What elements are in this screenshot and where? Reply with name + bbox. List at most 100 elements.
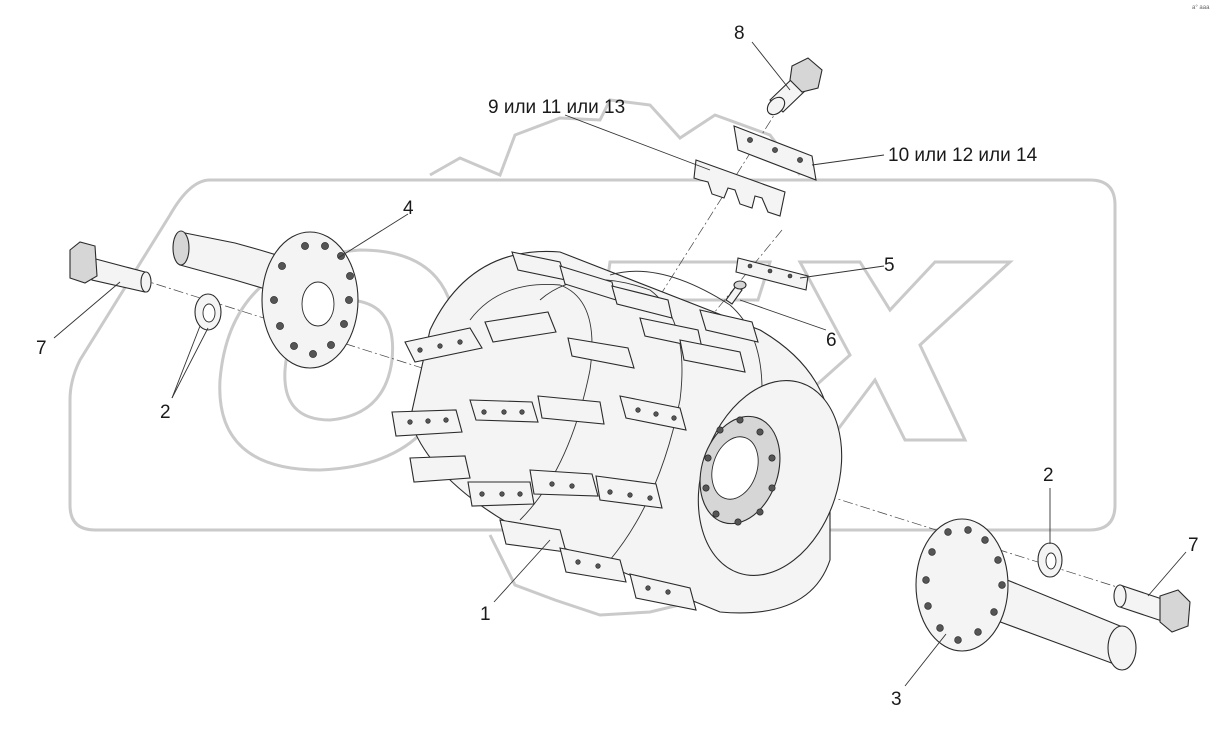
corner-mark: a° aaa	[1192, 5, 1210, 11]
bolt-hole	[922, 576, 930, 584]
bolt-hole	[990, 608, 998, 616]
cleat	[611, 285, 673, 319]
leader-9	[564, 114, 711, 171]
axle-right-shaft	[994, 574, 1126, 669]
plate-hole	[797, 157, 803, 163]
strip-hole	[767, 268, 773, 274]
bolt-hole	[974, 628, 982, 636]
bolt-hole	[270, 296, 278, 304]
small-bolt-head	[733, 280, 747, 290]
cleat	[404, 327, 483, 363]
cleat-hole	[481, 409, 487, 415]
cleat-hole	[501, 409, 507, 415]
leader-7-right	[1147, 551, 1187, 597]
watermark-gear-top	[429, 98, 802, 177]
bolt-left	[69, 241, 152, 293]
axle-left	[172, 230, 359, 369]
small-bolt-shank	[725, 285, 743, 305]
washer-right-hole	[1045, 552, 1057, 570]
bolt-right-tip	[1113, 584, 1127, 608]
cleat-hole	[437, 343, 443, 349]
drum-hub-bolt-holes	[702, 416, 776, 526]
plate-hole	[772, 147, 778, 153]
cleat-hole	[519, 409, 525, 415]
drum-hub-bore	[711, 436, 759, 500]
cleat-hole	[569, 483, 575, 489]
leader-2-left-b	[171, 327, 209, 399]
cleat-hole	[575, 559, 581, 565]
callout-2-right: 2	[1043, 465, 1054, 486]
bolt-hole	[994, 556, 1002, 564]
bolt-hole	[309, 350, 317, 358]
bolt-hole	[301, 242, 309, 250]
plate-hole	[747, 137, 753, 143]
bolt-hole	[321, 242, 329, 250]
hub-hole	[736, 416, 744, 424]
bolt-hole	[345, 296, 353, 304]
bolt-hole	[998, 581, 1006, 589]
cleat-hole	[457, 339, 463, 345]
flange-right-bolt-holes	[922, 526, 1006, 644]
cleat-hole	[647, 495, 653, 501]
cleat-hole	[645, 585, 651, 591]
strip-hole	[787, 273, 793, 279]
cleat-hole	[425, 418, 431, 424]
hub-hole	[756, 428, 764, 436]
watermark-frame	[68, 178, 1117, 532]
cleat-hole	[607, 489, 613, 495]
bolt-left-tip	[140, 271, 152, 293]
callout-6: 6	[826, 330, 837, 351]
bolt-hole	[928, 548, 936, 556]
bolt-hole	[954, 636, 962, 644]
cleat-hole	[671, 415, 677, 421]
leader-lines	[53, 41, 1187, 687]
drum	[391, 250, 843, 614]
cleat-hole	[653, 411, 659, 417]
leader-7-left	[53, 281, 121, 339]
axle-right-end	[1107, 625, 1137, 671]
cleat	[559, 547, 627, 583]
hub-hole	[716, 426, 724, 434]
strip-hole	[747, 263, 753, 269]
callout-10-12-14: 10 или 12 или 14	[888, 145, 1038, 166]
cleat	[567, 337, 635, 369]
bolt-hole	[944, 528, 952, 536]
callout-3: 3	[891, 689, 902, 710]
leader-1	[493, 539, 551, 603]
washer-right	[1037, 542, 1063, 578]
cleat	[409, 455, 471, 483]
bolt-left-head	[69, 241, 98, 284]
bolt-right	[1113, 584, 1191, 633]
bolt-hole	[981, 536, 989, 544]
callout-9-11-13: 9 или 11 или 13	[488, 97, 625, 118]
bolt-top-tip	[766, 96, 786, 116]
leader-5	[799, 265, 885, 279]
callout-7-right: 7	[1188, 535, 1199, 556]
cleat	[484, 311, 557, 343]
cleat	[529, 469, 599, 497]
washer-left	[194, 293, 222, 331]
cleat-hole	[407, 419, 413, 425]
cleat-hole	[443, 417, 449, 423]
drum-band-1	[469, 284, 593, 521]
hub-hole	[768, 454, 776, 462]
cleat-hole	[417, 347, 423, 353]
bolt-hole	[936, 624, 944, 632]
strip-part-5	[735, 257, 809, 291]
bolt-right-shank	[1119, 584, 1166, 623]
cleat	[629, 573, 697, 611]
drum-band-3	[609, 270, 763, 421]
bolt-top	[766, 57, 823, 116]
flange-right	[915, 518, 1009, 652]
bolt-hole	[924, 602, 932, 610]
bolt-hole	[290, 342, 298, 350]
plate-front	[693, 159, 786, 217]
plate-back	[733, 125, 817, 181]
bolt-hole	[278, 262, 286, 270]
cleat-hole	[479, 491, 485, 497]
hub-hole	[768, 484, 776, 492]
callout-1: 1	[480, 604, 491, 625]
cleat	[537, 395, 605, 425]
cleat	[679, 339, 746, 373]
